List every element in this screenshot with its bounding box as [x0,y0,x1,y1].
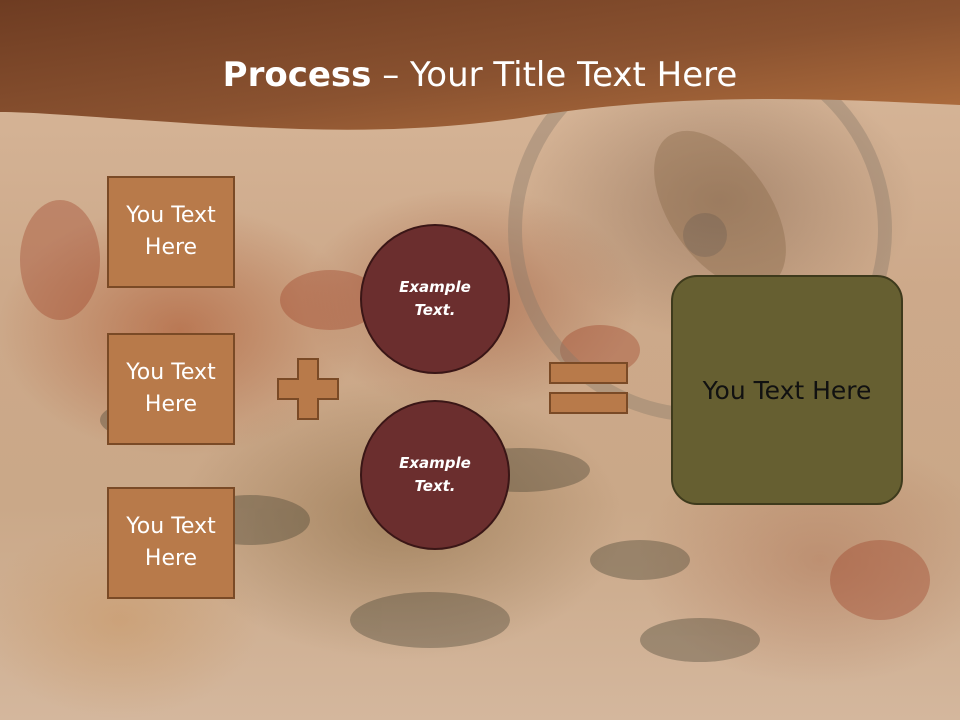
example-circle-2: Example Text. [360,400,510,550]
title-bold: Process [222,55,372,95]
equals-icon [549,362,628,414]
text-box-3: You Text Here [107,487,235,599]
example-circle-1: Example Text. [360,224,510,374]
title-header-band [0,0,960,130]
title-separator: – [371,55,411,95]
result-box: You Text Here [671,275,903,505]
title-rest: Your Title Text Here [410,55,738,95]
text-box-1: You Text Here [107,176,235,288]
text-box-2: You Text Here [107,333,235,445]
slide-title: Process – Your Title Text Here [0,50,960,100]
plus-icon [277,358,339,420]
